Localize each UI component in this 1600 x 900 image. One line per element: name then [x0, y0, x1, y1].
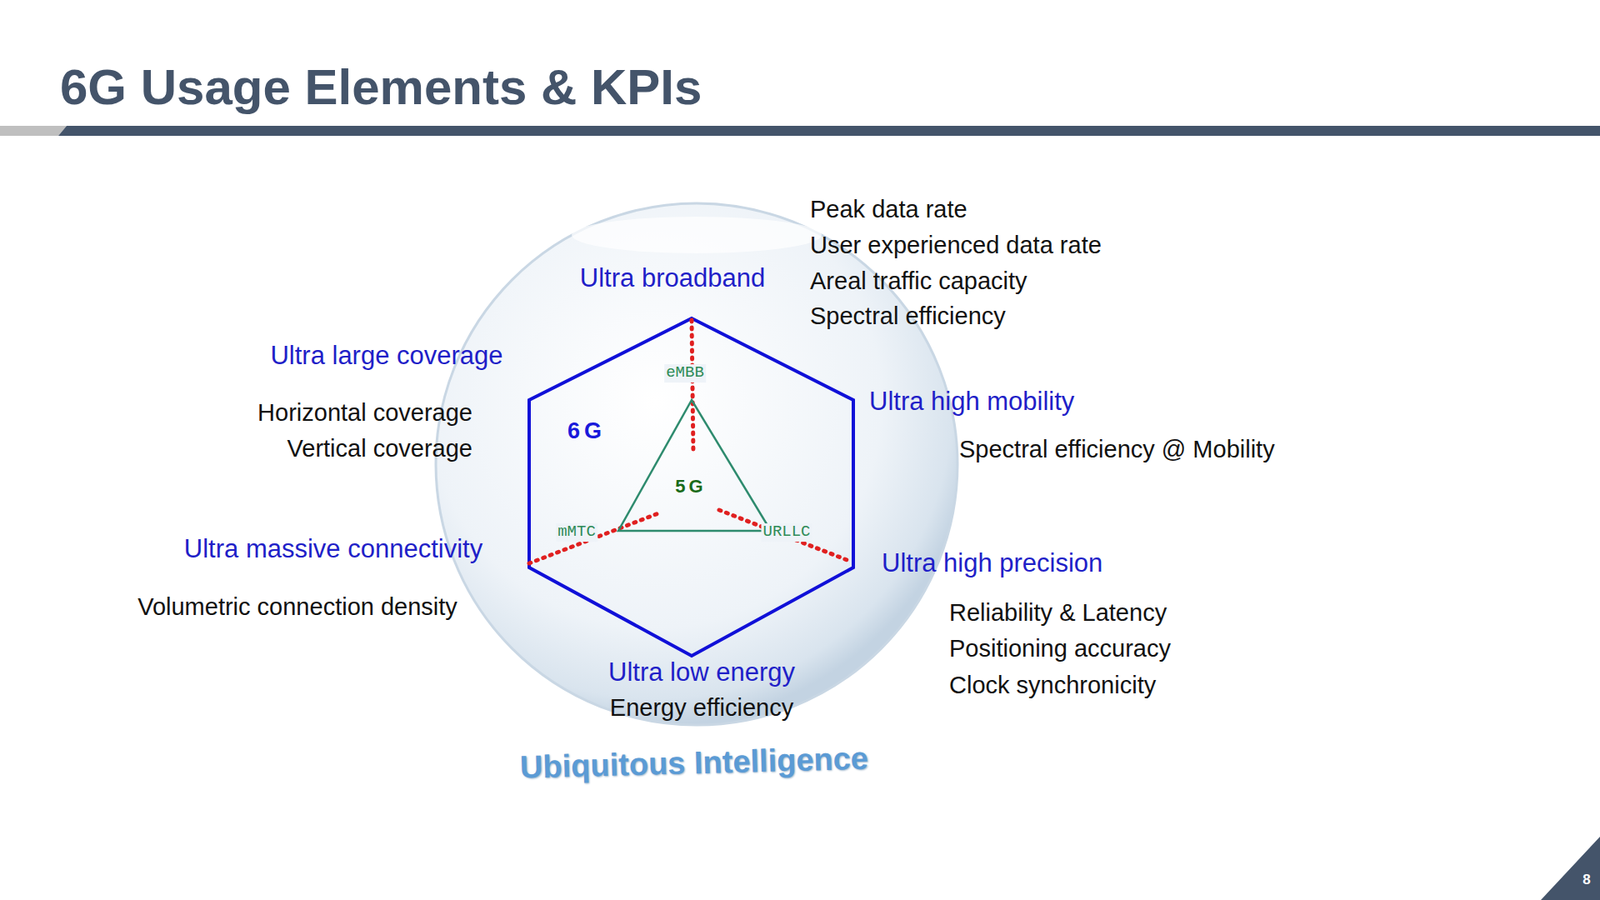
header-bar-grey	[0, 125, 67, 136]
kpi-item: Clock synchronicity	[949, 671, 1156, 700]
kpi-item: Energy efficiency	[610, 694, 794, 722]
usage-element: Ultra broadband	[580, 263, 765, 294]
page-corner	[1540, 836, 1600, 900]
kpi-item: Spectral efficiency	[810, 302, 1006, 330]
dotted-axis	[719, 510, 850, 561]
dotted-axis	[691, 320, 694, 455]
usage-element: Ultra low energy	[608, 657, 795, 688]
header-bar	[58, 125, 1600, 136]
triangle-outline	[618, 400, 771, 531]
kpi-item: Horizontal coverage	[257, 399, 473, 427]
kpi-item: User experienced data rate	[810, 231, 1102, 260]
kpi-item: Reliability & Latency	[949, 599, 1167, 627]
usage-element: Ultra high mobility	[869, 386, 1075, 417]
kpi-item: Areal traffic capacity	[810, 267, 1028, 295]
triangle-5g-outline	[618, 400, 771, 531]
kpi-item: Positioning accuracy	[949, 635, 1171, 663]
kpi-item: Volumetric connection density	[137, 593, 458, 621]
dotted-axis	[529, 513, 659, 564]
bubble-highlight	[571, 216, 822, 254]
kpi-item: Peak data rate	[810, 195, 968, 224]
triangle-5g: 5G	[618, 400, 771, 531]
slide-title: 6G Usage Elements & KPIs	[60, 58, 702, 116]
usage-element: Ultra massive connectivity	[184, 534, 483, 565]
page-number: 8	[1582, 871, 1590, 889]
5g-usage-label: mMTC	[555, 523, 598, 542]
kpi-item: Vertical coverage	[287, 435, 473, 463]
hexagon-outline	[529, 318, 854, 656]
5g-usage-label: URLLC	[760, 523, 812, 542]
triangle-label: 5G	[675, 475, 706, 497]
hexagon-label: 6G	[567, 418, 606, 445]
usage-element: Ultra high precision	[881, 548, 1103, 579]
usage-element: Ultra large coverage	[270, 340, 503, 371]
5g-usage-label: eMBB	[664, 364, 706, 383]
bubble-caption: Ubiquitous Intelligence	[519, 740, 869, 787]
kpi-item: Spectral efficiency @ Mobility	[959, 435, 1275, 464]
